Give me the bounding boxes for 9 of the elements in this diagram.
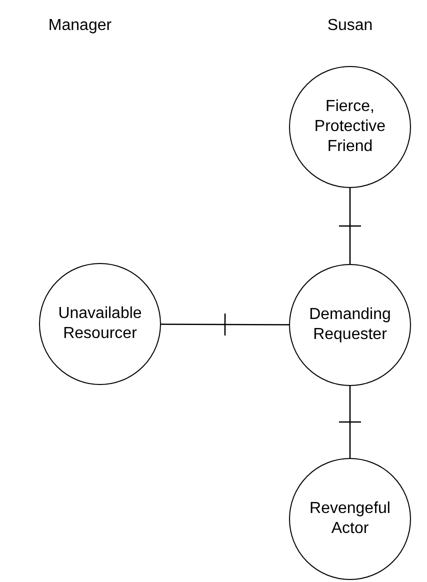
role-label: Fierce, Protective Friend [313,97,387,157]
role-label: Unavailable Resourcer [57,304,143,344]
connector-line [161,314,289,336]
column-heading: Manager [48,16,112,36]
role-label: Revengeful Actor [308,499,392,539]
connector-line [339,188,361,264]
connector-line [339,386,361,458]
role-label: Demanding Requester [308,305,392,345]
column-heading: Susan [327,16,373,36]
